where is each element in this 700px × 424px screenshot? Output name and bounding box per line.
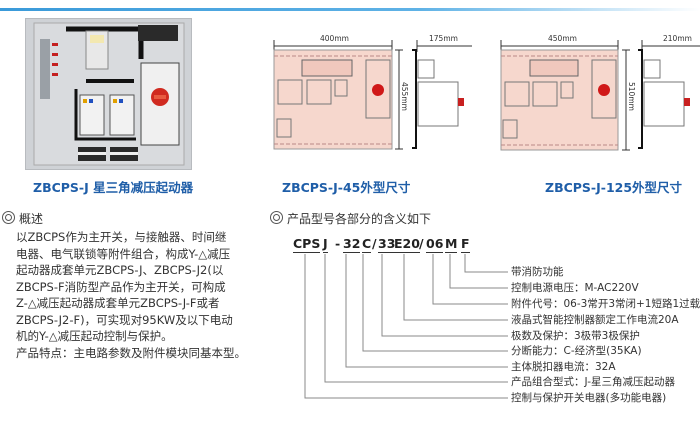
- depth-label: 175mm: [429, 34, 458, 43]
- overview-line: Z-△减压起动器成套单元ZBCPS-J-F或者: [16, 296, 220, 310]
- overview-heading: 概述: [2, 210, 43, 227]
- top-accent-bar: [0, 8, 700, 11]
- leader-line: [464, 254, 508, 273]
- overview-line: ZBCPS-F消防型产品作为主开关，可构成: [16, 279, 226, 294]
- width-label: 400mm: [320, 34, 349, 43]
- leader-line: [362, 254, 508, 352]
- overview-line: 电器、电气联锁等附件组合，构成Y-△减压: [16, 246, 231, 261]
- code-separator: /: [372, 236, 377, 251]
- model-code-heading-text: 产品型号各部分的含义如下: [287, 212, 432, 226]
- product-caption-photo: ZBCPS-J 星三角减压起动器: [33, 180, 194, 195]
- code-segment: E20: [394, 236, 420, 253]
- knob-icon: [598, 84, 610, 96]
- code-segment: CPS: [293, 236, 321, 253]
- code-meaning: 带消防功能: [511, 266, 564, 278]
- code-separator: /: [419, 236, 424, 251]
- width-label: 450mm: [548, 34, 577, 43]
- code-segment: 32: [343, 236, 361, 253]
- code-meaning: 控制电源电压：M-AC220V: [511, 282, 639, 294]
- leader-line: [403, 254, 508, 321]
- height-label: 510mm: [627, 82, 636, 111]
- leader-line: [432, 254, 508, 305]
- height-label: 455mm: [400, 82, 409, 111]
- leader-line: [449, 254, 508, 289]
- leader-line: [324, 254, 508, 383]
- code-segment: C: [362, 236, 372, 253]
- overview-text: 以ZBCPS作为主开关，与接触器、时间继 电器、电气联锁等附件组合，构成Y-△减…: [16, 229, 266, 361]
- knob-icon: [372, 84, 384, 96]
- leader-line: [381, 254, 508, 337]
- overview-line: 以ZBCPS作为主开关，与接触器、时间继: [16, 230, 227, 244]
- overview-heading-text: 概述: [19, 212, 44, 226]
- code-meaning: 产品组合型式：J-星三角减压起动器: [511, 376, 676, 388]
- code-meaning: 极数及保护：3极带3极保护: [511, 330, 640, 342]
- code-meaning: 主体脱扣器电流：32A: [511, 361, 616, 373]
- double-circle-icon: [270, 211, 283, 224]
- code-segment: 06: [426, 236, 444, 253]
- overview-line: ZBCPS-J2-F)，可实现对95KW及以下电动: [16, 312, 233, 327]
- code-meaning: 液晶式智能控制器额定工作电流20A: [511, 314, 679, 326]
- dimension-drawing-j125: 450mm 510mm 210mm: [500, 34, 700, 151]
- double-circle-icon: [2, 211, 15, 224]
- starter-cabinet-photo: [25, 18, 192, 170]
- product-caption-j45: ZBCPS-J-45外型尺寸: [282, 180, 411, 195]
- overview-line: 起动器成套单元ZBCPS-J、ZBCPS-J2(以: [16, 263, 224, 277]
- product-caption-j125: ZBCPS-J-125外型尺寸: [545, 180, 683, 195]
- code-meaning: 附件代号：06-3常开3常闭+1短路1过载: [511, 298, 700, 310]
- code-segment: F: [461, 236, 470, 253]
- code-separator: -: [335, 236, 341, 251]
- dimension-drawing-j45: 400mm 455mm 175mm: [273, 34, 472, 150]
- code-meaning: 控制与保护开关电器(多功能电器): [511, 392, 667, 404]
- leader-line: [345, 254, 508, 368]
- code-segment: M: [445, 236, 458, 253]
- leader-line: [304, 254, 508, 399]
- code-segment: 33: [378, 236, 396, 253]
- code-segment: J: [323, 236, 328, 253]
- overview-line: 机的Y-△减压起动控制与保护。: [16, 329, 173, 343]
- overview-line: 产品特点：主电路参数及附件模块同基本型。: [16, 345, 246, 360]
- model-code-heading: 产品型号各部分的含义如下: [270, 210, 431, 227]
- depth-label: 210mm: [663, 34, 692, 43]
- code-meaning: 分断能力：C-经济型(35KA): [511, 345, 642, 357]
